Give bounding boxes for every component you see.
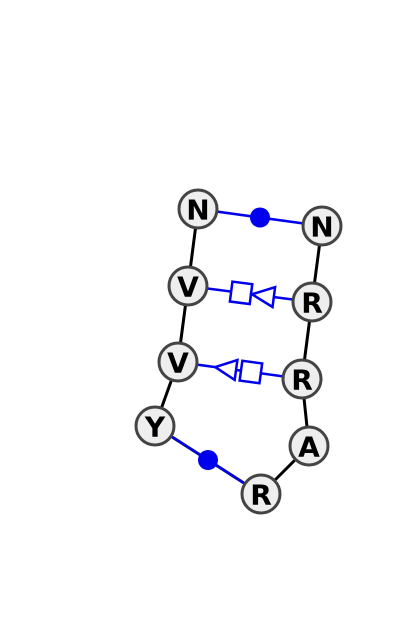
node-label: Y [144, 411, 166, 444]
pair-n1-n9 [197, 207, 323, 228]
node-circle [288, 425, 330, 467]
node-label: V [177, 271, 199, 304]
node-label: R [301, 287, 323, 320]
node-circle [240, 473, 282, 515]
node-label: R [250, 479, 272, 512]
pair-circle-marker [250, 207, 270, 228]
pair-n2-n8 [187, 280, 313, 310]
node-n9: N [301, 205, 343, 247]
node-circle [291, 281, 333, 323]
pair-triangle-marker [248, 285, 277, 310]
pair-circle-marker [198, 450, 218, 470]
node-n5: R [240, 473, 282, 515]
pair-symbol [228, 280, 277, 310]
node-circle [134, 405, 176, 447]
node-label: N [310, 211, 333, 244]
node-circle [177, 188, 219, 230]
node-label: R [291, 364, 313, 397]
node-label: N [186, 194, 209, 227]
node-label: V [167, 347, 189, 380]
node-n7: R [281, 358, 323, 400]
pair-n4-n5 [154, 424, 262, 496]
pair-n3-n7 [177, 358, 303, 385]
node-n2: V [167, 265, 209, 307]
node-n8: R [291, 281, 333, 323]
node-label: A [298, 431, 320, 464]
pair-triangle-marker [212, 358, 239, 382]
node-circle [157, 341, 199, 383]
pair-square-marker [238, 359, 264, 385]
node-circle [167, 265, 209, 307]
pair-symbol [212, 358, 264, 385]
node-circle [281, 358, 323, 400]
node-n6: A [288, 425, 330, 467]
pair-layer [154, 207, 323, 496]
node-n3: V [157, 341, 199, 383]
node-n1: N [177, 188, 219, 230]
node-n4: Y [134, 405, 176, 447]
node-circle [301, 205, 343, 247]
pair-square-marker [228, 280, 254, 306]
